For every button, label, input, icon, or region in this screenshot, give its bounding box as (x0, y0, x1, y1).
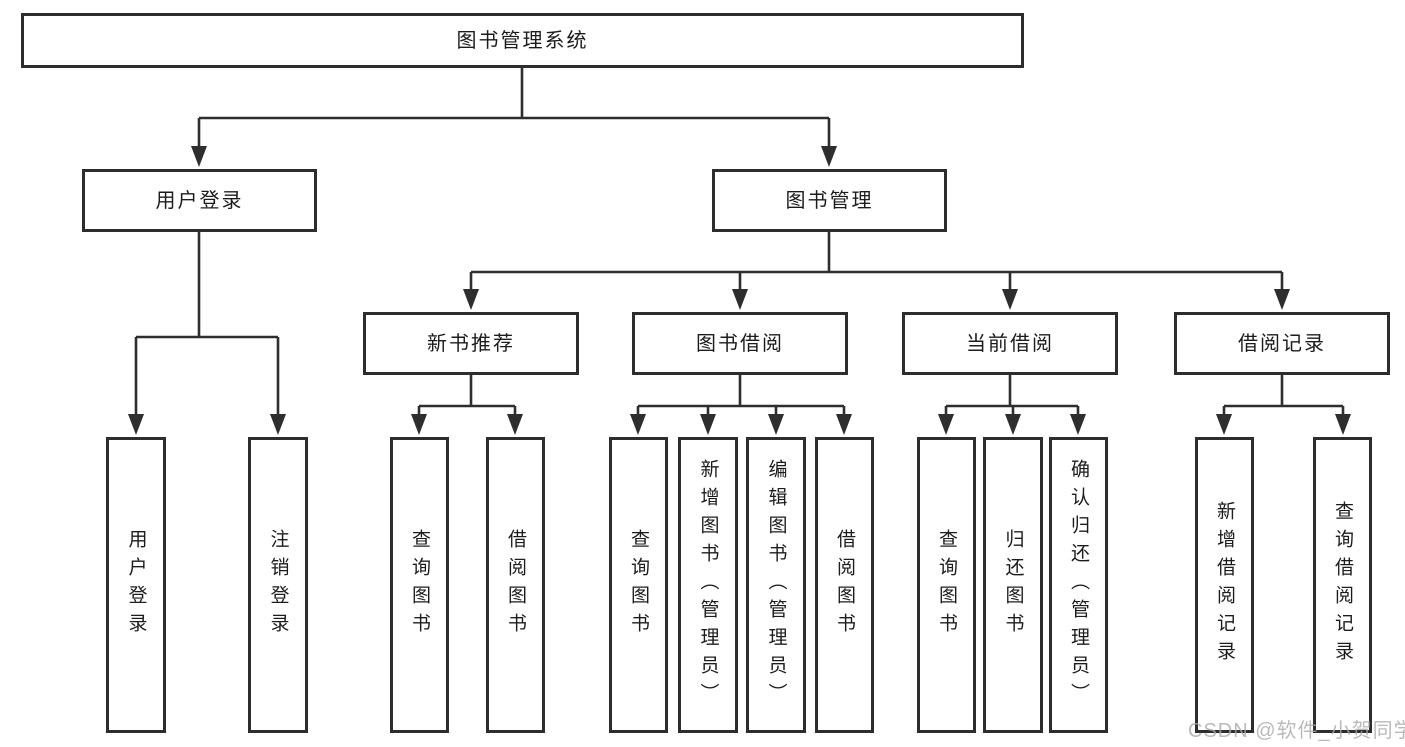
watermark: CSDN @软件_小贺同学 (1188, 720, 1405, 742)
leaf-add-borrow-record: 新增借阅记录 (1195, 437, 1254, 733)
leaf-edit-book-admin: 编辑图书（管理员） (746, 437, 806, 733)
node-new-book-recommend: 新书推荐 (363, 312, 579, 375)
leaf-borrow-books: 借阅图书 (815, 437, 874, 733)
node-current-borrow: 当前借阅 (902, 312, 1118, 375)
node-user-login: 用户登录 (82, 169, 317, 232)
leaf-query-books-recommend: 查询图书 (390, 437, 449, 733)
leaf-query-books-borrow: 查询图书 (609, 437, 668, 733)
node-library-management-system: 图书管理系统 (21, 13, 1024, 68)
leaf-user-login: 用户登录 (106, 437, 166, 733)
leaf-logout: 注销登录 (248, 437, 308, 733)
node-borrow-records: 借阅记录 (1174, 312, 1390, 375)
node-book-management: 图书管理 (712, 169, 947, 232)
node-book-borrow: 图书借阅 (632, 312, 848, 375)
leaf-add-book-admin: 新增图书（管理员） (678, 437, 738, 733)
leaf-query-borrow-record: 查询借阅记录 (1313, 437, 1372, 733)
leaf-query-books-current: 查询图书 (917, 437, 976, 733)
leaf-return-book: 归还图书 (983, 437, 1043, 733)
leaf-confirm-return-admin: 确认归还（管理员） (1049, 437, 1108, 733)
leaf-borrow-books-recommend: 借阅图书 (486, 437, 545, 733)
